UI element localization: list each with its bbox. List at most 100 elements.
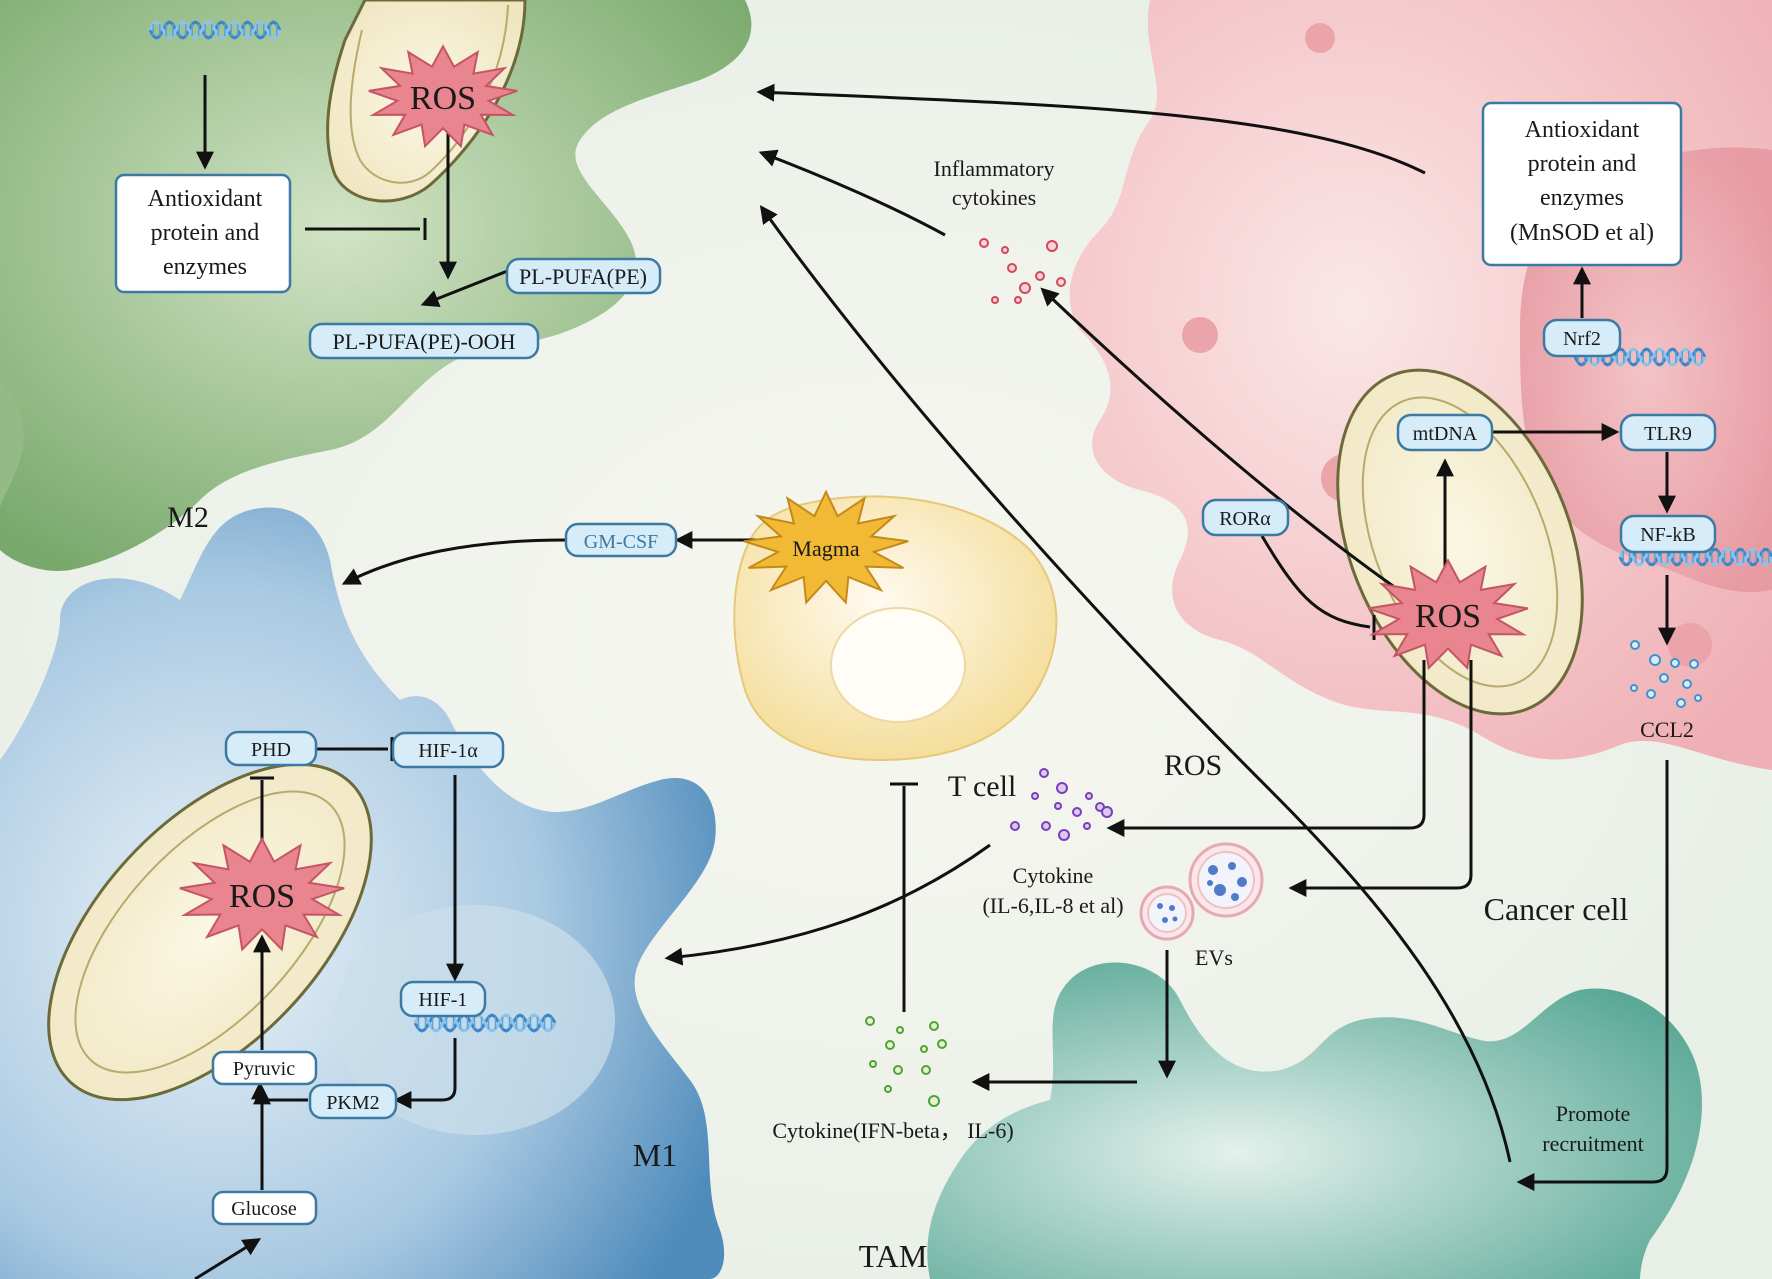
svg-text:GM-CSF: GM-CSF bbox=[584, 531, 658, 553]
cytokine-dot bbox=[1056, 782, 1068, 794]
pill-gm-csf: GM-CSF bbox=[564, 522, 678, 558]
cytokine-dot bbox=[1041, 821, 1051, 831]
magma-label: Magma bbox=[792, 536, 859, 561]
pill-hif1: HIF-1 bbox=[399, 980, 487, 1018]
arrows bbox=[194, 75, 1676, 1279]
label-cancer-cell: Cancer cell bbox=[1484, 891, 1629, 927]
cytokine-dot bbox=[920, 1045, 928, 1053]
ros-burst: ROS bbox=[1367, 558, 1529, 671]
cancer-vesicle bbox=[1305, 23, 1335, 53]
dna-helix-icon bbox=[148, 20, 282, 40]
svg-text:Antioxidant: Antioxidant bbox=[1525, 117, 1640, 143]
cytokine-dot bbox=[865, 1016, 875, 1026]
arrow-pufa-to-ooh bbox=[420, 268, 511, 308]
cytokine-dot bbox=[1649, 654, 1661, 666]
cytokine-dot bbox=[928, 1095, 940, 1107]
inhibit-rora-to-ros bbox=[1260, 535, 1371, 629]
cytokine-dot bbox=[1659, 673, 1669, 683]
cytokine-dot bbox=[1058, 829, 1070, 841]
cytokine-dot bbox=[1682, 679, 1692, 689]
cytokine-dot bbox=[1046, 240, 1058, 252]
svg-text:PL-PUFA(PE): PL-PUFA(PE) bbox=[519, 264, 647, 289]
svg-text:enzymes: enzymes bbox=[163, 254, 247, 280]
cytokine-dot bbox=[896, 1026, 904, 1034]
svg-text:RORα: RORα bbox=[1219, 508, 1271, 530]
arrow-ros-to-inflammatory bbox=[1040, 287, 1394, 588]
label-cytokine-2: (IL-6,IL-8 et al) bbox=[982, 893, 1123, 918]
svg-text:PL-PUFA(PE)-OOH: PL-PUFA(PE)-OOH bbox=[333, 329, 516, 354]
pill-pyruvic: Pyruvic bbox=[211, 1050, 318, 1086]
label-inflammatory-2: cytokines bbox=[952, 185, 1036, 210]
cytokine-dot bbox=[1101, 806, 1113, 818]
pill-phd: PHD bbox=[224, 730, 318, 767]
pill-pl-pufa-ooh: PL-PUFA(PE)-OOH bbox=[308, 322, 540, 360]
label-cytokine-ifn: Cytokine(IFN-beta， IL-6) bbox=[772, 1118, 1013, 1143]
svg-text:HIF-1: HIF-1 bbox=[419, 989, 468, 1011]
svg-text:Antioxidant: Antioxidant bbox=[148, 186, 263, 212]
ev-vesicle-large bbox=[1188, 842, 1264, 918]
pill-glucose: Glucose bbox=[211, 1190, 318, 1226]
cytokine-dot bbox=[937, 1039, 947, 1049]
svg-text:PHD: PHD bbox=[251, 739, 291, 761]
ros-burst: ROS bbox=[179, 836, 345, 952]
arrow-ccl2-to-tam bbox=[1516, 760, 1669, 1191]
ev-vesicle-small bbox=[1139, 885, 1195, 941]
svg-text:Nrf2: Nrf2 bbox=[1563, 328, 1601, 350]
label-recruitment: recruitment bbox=[1542, 1131, 1643, 1156]
cytokine-dot bbox=[1694, 694, 1702, 702]
pill-rora: RORα bbox=[1201, 498, 1290, 537]
cytokine-dot bbox=[1010, 821, 1020, 831]
arrow-inflammatory-to-m2 bbox=[758, 149, 946, 237]
pill-pkm2: PKM2 bbox=[308, 1083, 398, 1120]
ros-label-m2: ROS bbox=[410, 80, 476, 117]
arrow-ros-to-cytokine bbox=[1106, 660, 1426, 837]
label-tam: TAM bbox=[859, 1238, 928, 1274]
arrow-into-glucose bbox=[194, 1238, 262, 1279]
t-cell-nucleus bbox=[830, 607, 966, 723]
cytokine-dot bbox=[1054, 802, 1062, 810]
arrow-gmcsf-to-m1 bbox=[341, 538, 567, 585]
cytokine-dots bbox=[865, 238, 1702, 1107]
pill-mtdna: mtDNA bbox=[1396, 413, 1494, 452]
label-m1: M1 bbox=[633, 1137, 677, 1173]
cancer-antioxidant-box: Antioxidant protein and enzymes (MnSOD e… bbox=[1481, 101, 1683, 267]
cytokine-dot bbox=[1085, 792, 1093, 800]
cytokine-dot bbox=[1056, 277, 1066, 287]
arrow-hif1-to-pkm2 bbox=[393, 1038, 457, 1109]
pill-pl-pufa: PL-PUFA(PE) bbox=[505, 257, 662, 295]
m2-antioxidant-box: Antioxidant protein and enzymes bbox=[114, 173, 292, 294]
svg-text:Pyruvic: Pyruvic bbox=[233, 1058, 295, 1080]
pill-tlr9: TLR9 bbox=[1619, 413, 1717, 452]
svg-text:(MnSOD et al): (MnSOD et al) bbox=[1510, 220, 1654, 246]
arrow-tam-to-m2 bbox=[759, 205, 1512, 1163]
cytokine-dot bbox=[1630, 684, 1638, 692]
label-ccl2: CCL2 bbox=[1640, 717, 1694, 742]
cytokine-dot bbox=[1630, 640, 1640, 650]
arrow-cytokine-to-m1 bbox=[664, 843, 991, 966]
ros-label-m1: ROS bbox=[229, 878, 295, 915]
label-t-cell: T cell bbox=[948, 770, 1017, 803]
svg-text:Glucose: Glucose bbox=[231, 1198, 297, 1220]
cytokine-dot bbox=[1689, 659, 1699, 669]
ros-label-cancer: ROS bbox=[1415, 598, 1481, 635]
cytokine-dot bbox=[929, 1021, 939, 1031]
svg-text:HIF-1α: HIF-1α bbox=[418, 740, 478, 762]
ros-burst: ROS bbox=[368, 44, 518, 149]
label-cytokine: Cytokine bbox=[1013, 863, 1094, 888]
label-promote: Promote bbox=[1556, 1101, 1631, 1126]
m2-macrophage-body bbox=[0, 0, 752, 571]
m2-pseudopod bbox=[0, 380, 24, 510]
cytokine-dot bbox=[1035, 271, 1045, 281]
cytokine-dot bbox=[1014, 296, 1022, 304]
cancer-vesicle bbox=[1668, 623, 1712, 667]
svg-text:NF-kB: NF-kB bbox=[1640, 524, 1696, 546]
cytokine-dot bbox=[869, 1060, 877, 1068]
cytokine-dot bbox=[1083, 822, 1091, 830]
label-m2: M2 bbox=[167, 501, 209, 534]
label-inflammatory: Inflammatory bbox=[934, 156, 1055, 181]
cytokine-dot bbox=[1646, 689, 1656, 699]
cytokine-dot bbox=[1019, 282, 1031, 294]
cytokine-dot bbox=[884, 1085, 892, 1093]
cytokine-dot bbox=[991, 296, 999, 304]
